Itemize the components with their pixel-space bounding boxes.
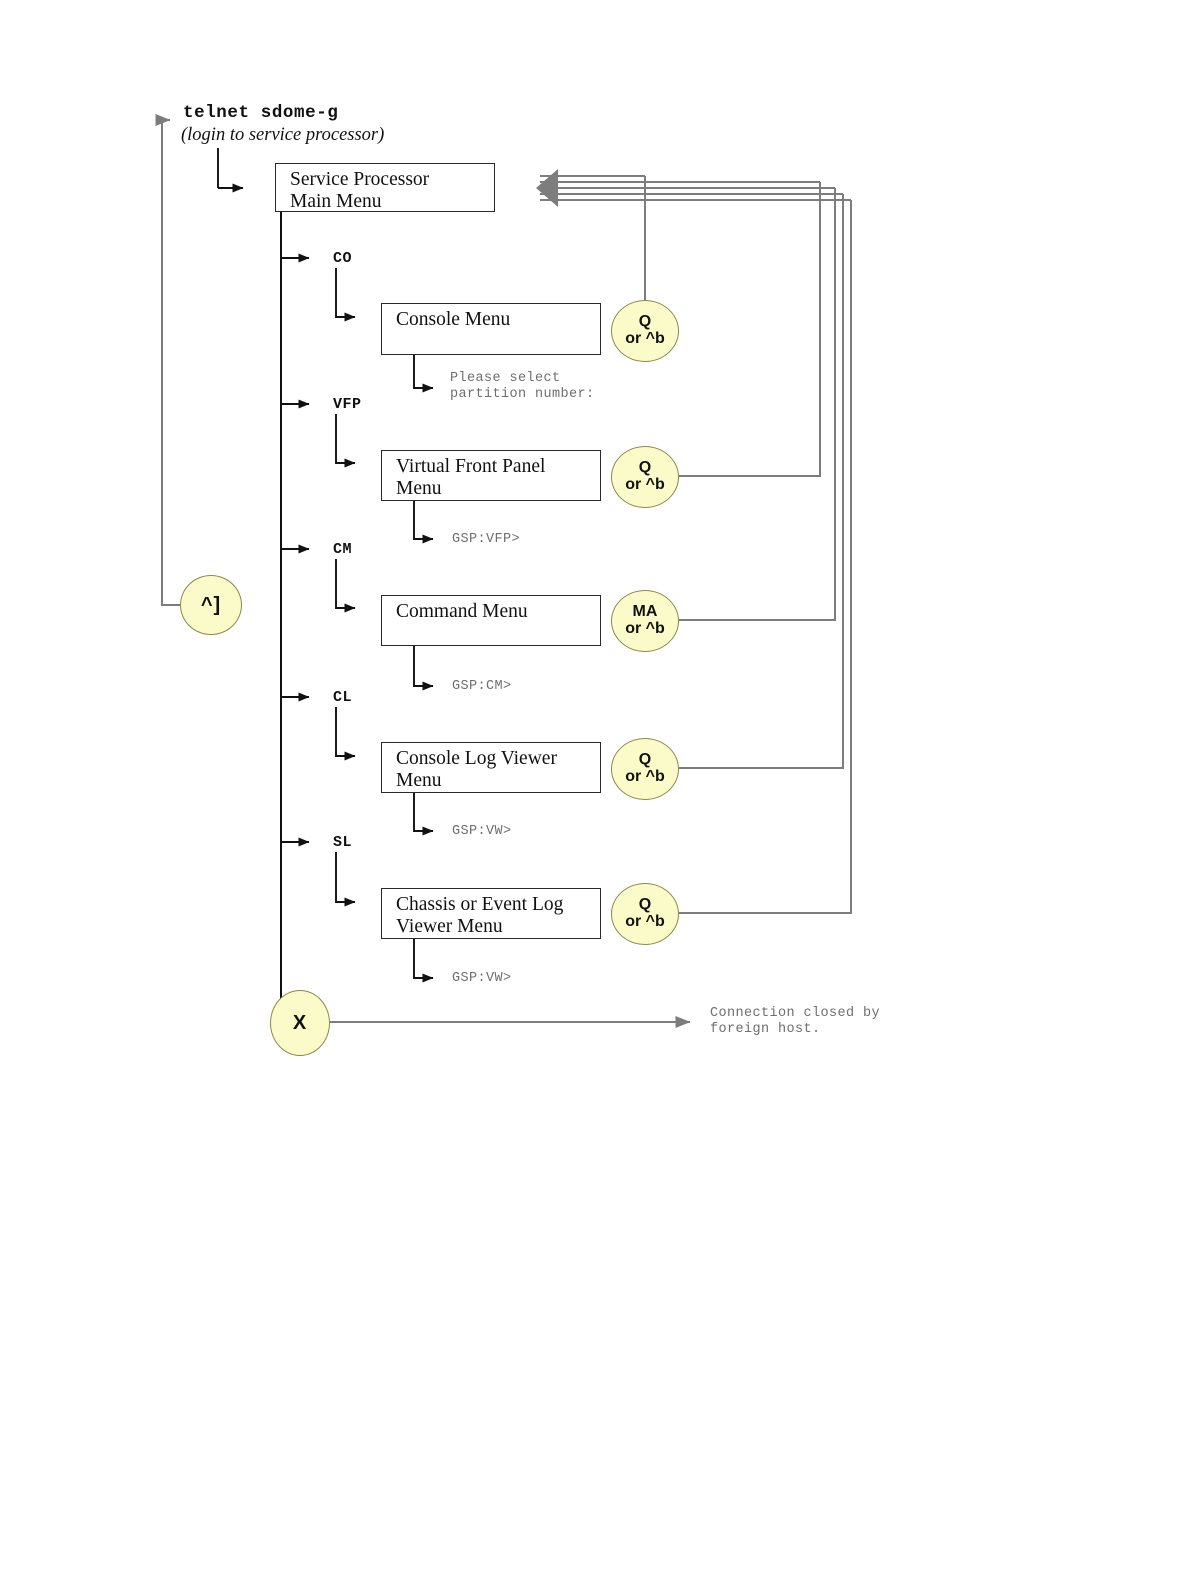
pill-key-bottom: or ^b <box>625 330 665 348</box>
branch-key-cm: CM <box>333 541 353 558</box>
pill-key-bottom: or ^b <box>625 913 665 931</box>
node-command-menu[interactable]: Command Menu <box>381 595 601 646</box>
pill-key-top: Q <box>638 751 652 769</box>
branch-key-co: CO <box>333 250 353 267</box>
pill-key-exit: X <box>292 1012 308 1034</box>
pill-escape-telnet[interactable]: ^] <box>180 575 242 635</box>
prompt-vfp-menu: GSP:VFP> <box>452 532 521 547</box>
pill-exit-console-menu[interactable]: Q or ^b <box>611 300 679 362</box>
pill-key-escape: ^] <box>200 594 222 616</box>
telnet-command-label: telnet sdome-g <box>183 103 339 123</box>
node-virtual-front-panel-menu[interactable]: Virtual Front Panel Menu <box>381 450 601 501</box>
pill-exit-command-menu[interactable]: MA or ^b <box>611 590 679 652</box>
branch-key-sl: SL <box>333 834 353 851</box>
prompt-console-log-viewer: GSP:VW> <box>452 824 512 839</box>
pill-exit-vfp-menu[interactable]: Q or ^b <box>611 446 679 508</box>
branch-key-cl: CL <box>333 689 353 706</box>
pill-key-top: Q <box>638 459 652 477</box>
telnet-subtitle-label: (login to service processor) <box>181 125 385 145</box>
node-chassis-event-log-viewer-menu[interactable]: Chassis or Event Log Viewer Menu <box>381 888 601 939</box>
prompt-command-menu: GSP:CM> <box>452 679 512 694</box>
pill-key-bottom: or ^b <box>625 768 665 786</box>
pill-key-bottom: or ^b <box>625 476 665 494</box>
pill-key-top: Q <box>638 896 652 914</box>
pill-key-bottom: or ^b <box>625 620 665 638</box>
pill-key-top: MA <box>632 603 658 621</box>
pill-exit-session[interactable]: X <box>270 990 330 1056</box>
pill-exit-console-log-viewer[interactable]: Q or ^b <box>611 738 679 800</box>
prompt-console-menu: Please select partition number: <box>450 371 595 402</box>
node-service-processor-main-menu[interactable]: Service Processor Main Menu <box>275 163 495 212</box>
message-connection-closed: Connection closed by foreign host. <box>710 1006 881 1037</box>
prompt-chassis-event-log-viewer: GSP:VW> <box>452 971 512 986</box>
node-console-menu[interactable]: Console Menu <box>381 303 601 355</box>
pill-key-top: Q <box>638 313 652 331</box>
branch-key-vfp: VFP <box>333 396 362 413</box>
node-console-log-viewer-menu[interactable]: Console Log Viewer Menu <box>381 742 601 793</box>
pill-exit-chassis-event-log-viewer[interactable]: Q or ^b <box>611 883 679 945</box>
